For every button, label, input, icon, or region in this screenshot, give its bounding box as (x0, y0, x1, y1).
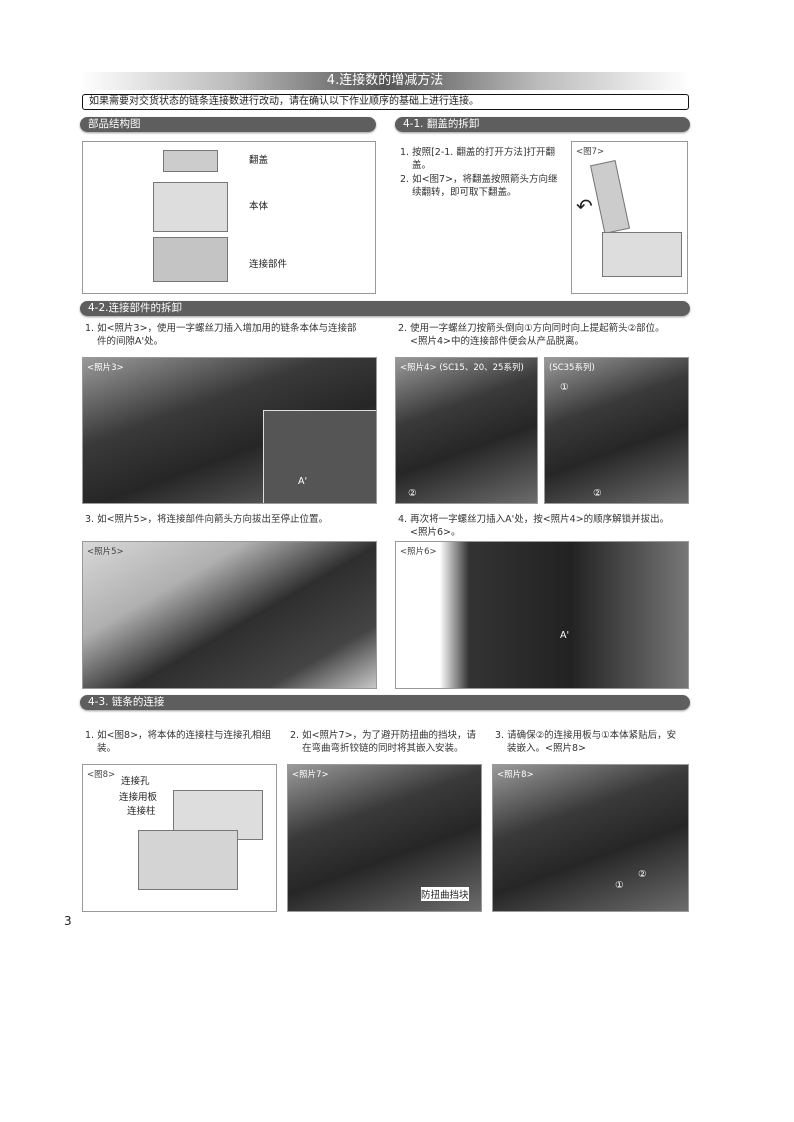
parts-diagram: 翻盖 本体 连接部件 (82, 141, 376, 294)
rotate-arrow-icon: ↶ (576, 194, 593, 218)
figure-7-caption: <图7> (576, 147, 605, 157)
body-part (602, 232, 682, 277)
mark-2: ② (593, 488, 602, 499)
label-pin: 连接柱 (127, 806, 156, 817)
figure-7: <图7> ↶ (571, 141, 688, 294)
mark-a: A' (298, 476, 308, 487)
label-body: 本体 (249, 201, 269, 212)
photo-3-inset (263, 410, 376, 503)
step-4-3-2: 2. 如<照片7>，为了避开防扭曲的挡块，请在弯曲弯折铰链的同时将其嵌入安装。 (290, 730, 477, 754)
step-4-2-3: 3. 如<照片5>，将连接部件向箭头方向拔出至停止位置。 (85, 514, 329, 525)
step-4-1-1: 1. 按照[2-1. 翻盖的打开方法]打开翻盖。 (400, 147, 556, 171)
mark-2: ② (638, 869, 647, 880)
figure-8: <图8> 连接孔 连接用板 连接柱 (82, 764, 277, 912)
photo-4b-caption: (SC35系列) (549, 363, 595, 373)
label-anti-twist-stop: 防扭曲挡块 (421, 887, 469, 901)
figure-8-caption: <图8> (87, 770, 116, 780)
section-4-2-header: 4-2.连接部件的拆卸 (80, 301, 690, 316)
photo-4-caption: <照片4> (SC15、20、25系列) (400, 363, 524, 373)
photo-5-caption: <照片5> (87, 547, 124, 557)
mark-2: ② (408, 488, 417, 499)
photo-8: <照片8> ① ② (492, 764, 689, 912)
label-plate: 连接用板 (119, 792, 158, 803)
label-cover: 翻盖 (249, 155, 269, 166)
step-4-2-1: 1. 如<照片3>，使用一字螺丝刀插入增加用的链条本体与连接部件的间隙A'处。 (85, 323, 357, 347)
photo-3-caption: <照片3> (87, 363, 124, 373)
step-4-3-1: 1. 如<图8>，将本体的连接柱与连接孔相组装。 (85, 730, 272, 754)
section-4-1-header: 4-1. 翻盖的拆卸 (395, 117, 690, 132)
label-connector: 连接部件 (249, 259, 288, 270)
body-part (153, 182, 228, 232)
photo-5: <照片5> (82, 541, 377, 689)
mark-a: A' (560, 630, 570, 641)
photo-4: <照片4> (SC15、20、25系列) ② (395, 357, 538, 504)
photo-8-caption: <照片8> (497, 770, 534, 780)
section-parts-header: 部品结构图 (80, 117, 376, 132)
photo-3: <照片3> A' (82, 357, 377, 504)
photo-7-caption: <照片7> (292, 770, 329, 780)
step-4-2-2: 2. 使用一字螺丝刀按箭头倒向①方向同时向上提起箭头②部位。<照片4>中的连接部… (398, 323, 665, 347)
step-4-2-4: 4. 再次将一字螺丝刀插入A'处，按<照片4>的顺序解锁并拔出。<照片6>。 (398, 514, 670, 538)
intro-text: 如果需要对交货状态的链条连接数进行改动，请在确认以下作业顺序的基础上进行连接。 (82, 94, 689, 110)
section-4-3-header: 4-3. 链条的连接 (80, 695, 690, 710)
cover-part (590, 160, 630, 234)
step-4-1-2: 2. 如<图7>，将翻盖按照箭头方向继续翻转，即可取下翻盖。 (400, 174, 558, 198)
page-number: 3 (64, 914, 72, 928)
photo-7: <照片7> 防扭曲挡块 (287, 764, 482, 912)
chain-body-part (138, 830, 238, 890)
mark-1: ① (615, 880, 624, 891)
step-4-3-3: 3. 请确保②的连接用板与①本体紧贴后，安装嵌入。<照片8> (495, 730, 677, 754)
photo-6: <照片6> A' (395, 541, 689, 689)
connector-part (153, 237, 228, 282)
mark-1: ① (560, 382, 569, 393)
label-hole: 连接孔 (121, 776, 150, 787)
cover-part (163, 150, 218, 172)
page-title: 4.连接数的增减方法 (80, 72, 690, 90)
photo-6-caption: <照片6> (400, 547, 437, 557)
photo-4-sc35: (SC35系列) ① ② (544, 357, 689, 504)
